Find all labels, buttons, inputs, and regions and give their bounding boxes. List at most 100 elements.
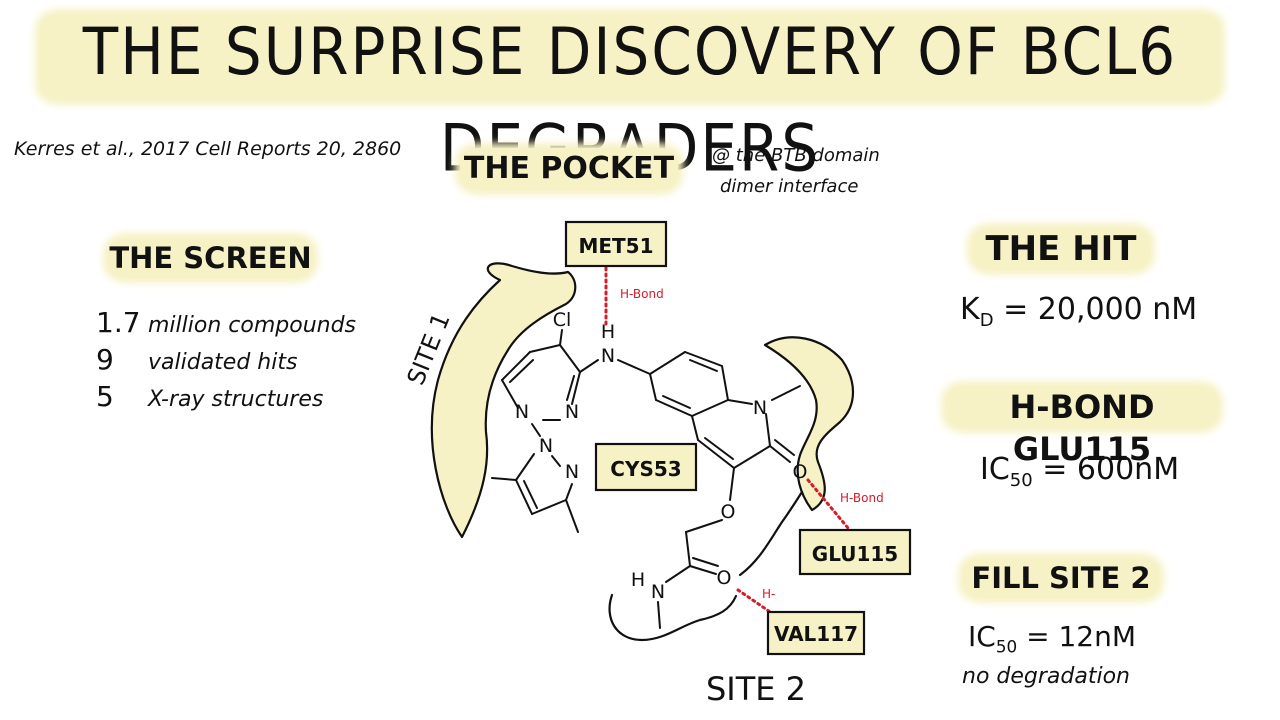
bond: [685, 519, 723, 533]
ic50-label: IC: [980, 452, 1010, 487]
bond: [684, 351, 723, 367]
screen-heading-box: THE SCREEN: [108, 238, 313, 278]
hit-heading: THE HIT: [985, 229, 1137, 269]
bond: [565, 499, 579, 533]
list-item: 5 X-ray structures: [96, 380, 356, 417]
fill-site-heading-box: FILL SITE 2: [963, 558, 1159, 598]
bond: [649, 351, 686, 375]
bond: [765, 413, 771, 447]
bond: [566, 375, 575, 401]
atom-amide-n: N: [651, 581, 665, 603]
bond: [769, 445, 791, 463]
bond: [617, 359, 651, 375]
atom-nh-h: H: [601, 321, 615, 343]
fill-ic50-value-line: IC50 = 12nM: [968, 620, 1136, 657]
hit-heading-box: THE HIT: [972, 228, 1150, 270]
pocket-contours: [430, 262, 854, 539]
screen-heading: THE SCREEN: [109, 241, 312, 275]
bond: [665, 565, 691, 583]
bond: [697, 439, 735, 469]
fill-site-heading: FILL SITE 2: [971, 561, 1151, 595]
atom-pz-n2: N: [565, 461, 579, 483]
list-item: 1.7 million compounds: [96, 306, 356, 343]
site2-contour-lines: [608, 490, 804, 642]
pocket-subtitle-line1: @ the BTB domain: [712, 145, 880, 166]
list-item-number: 5: [96, 380, 114, 413]
hbond-labels: H-Bond H-Bond H-: [620, 287, 884, 601]
ic50-subscript: 50: [1009, 470, 1033, 491]
kd-subscript: D: [979, 310, 994, 331]
bond: [721, 365, 729, 401]
list-item-text: million compounds: [148, 313, 357, 338]
residue-box-glu115: [798, 528, 912, 576]
hbond-heading-box: H-BOND GLU115: [946, 386, 1218, 468]
residue-box-val117: [766, 610, 866, 656]
atom-amide-h: H: [631, 569, 645, 591]
list-item-text: X-ray structures: [148, 387, 324, 412]
molecule-bonds: [491, 329, 801, 629]
bond: [531, 423, 541, 437]
pocket-heading-box: THE POCKET: [460, 148, 678, 190]
fill-ic50-label: IC: [968, 620, 996, 653]
atom-cl: Cl: [553, 309, 572, 331]
list-item-text: validated hits: [148, 350, 298, 375]
bond: [491, 477, 517, 481]
residue-box-met51: [564, 220, 668, 268]
no-degradation-note: no degradation: [962, 664, 1130, 689]
bond: [529, 344, 561, 353]
site2-pocket-contour: [763, 336, 854, 512]
bond: [774, 439, 795, 456]
bond: [649, 373, 657, 401]
fill-ic50-subscript: 50: [995, 636, 1018, 657]
atom-pyr-n1: N: [565, 401, 579, 423]
bond: [501, 379, 519, 409]
fill-ic50-value: = 12nM: [1026, 620, 1136, 653]
bond: [579, 359, 599, 373]
pocket-subtitle-line2: dimer interface: [720, 176, 859, 197]
hbond-heading: H-BOND GLU115: [1009, 388, 1155, 468]
reference-citation: Kerres et al., 2017 Cell Reports 20, 286…: [14, 138, 402, 160]
bond: [501, 351, 531, 381]
bond: [662, 395, 691, 409]
bond: [692, 557, 719, 567]
list-item-number: 1.7: [96, 306, 141, 339]
bond: [657, 601, 661, 629]
atom-labels: Cl H N N N N N N O O O H N: [515, 309, 808, 603]
page-title: THE SURPRISE DISCOVERY OF BCL6 DEGRADERS: [82, 13, 1178, 186]
kd-value: = 20,000 nM: [1003, 292, 1198, 327]
bond: [559, 329, 563, 346]
bond: [523, 480, 538, 509]
bond: [551, 455, 561, 467]
bond: [691, 415, 699, 441]
atom-pyr-n2: N: [515, 401, 529, 423]
residue-boxes: MET51 CYS53 GLU115 VAL117: [564, 220, 912, 656]
bond: [771, 385, 801, 401]
atom-q-n: N: [753, 397, 767, 419]
kd-label: K: [960, 292, 980, 327]
site1-pocket-contour: [430, 262, 577, 539]
atom-pz-n1: N: [539, 435, 553, 457]
bond: [733, 445, 771, 469]
residue-box-cys53: [594, 442, 698, 492]
hbond-label-val: H-: [762, 587, 775, 601]
bond: [531, 499, 567, 515]
bond: [515, 479, 533, 515]
residue-met51: MET51: [578, 234, 653, 258]
site2-contour-left: [608, 593, 738, 642]
bond: [571, 371, 581, 405]
atom-ether-o: O: [721, 501, 736, 523]
site2-contour-right: [738, 490, 804, 577]
bond: [515, 453, 535, 481]
bond: [509, 359, 534, 383]
bond: [729, 467, 735, 501]
atom-nh-n: N: [601, 345, 615, 367]
bond: [685, 531, 691, 567]
ic50-value: = 600nM: [1042, 452, 1180, 487]
pocket-heading: THE POCKET: [463, 151, 675, 186]
bond: [691, 399, 729, 417]
bond: [559, 344, 581, 373]
title-banner: THE SURPRISE DISCOVERY OF BCL6 DEGRADERS: [40, 14, 1220, 186]
